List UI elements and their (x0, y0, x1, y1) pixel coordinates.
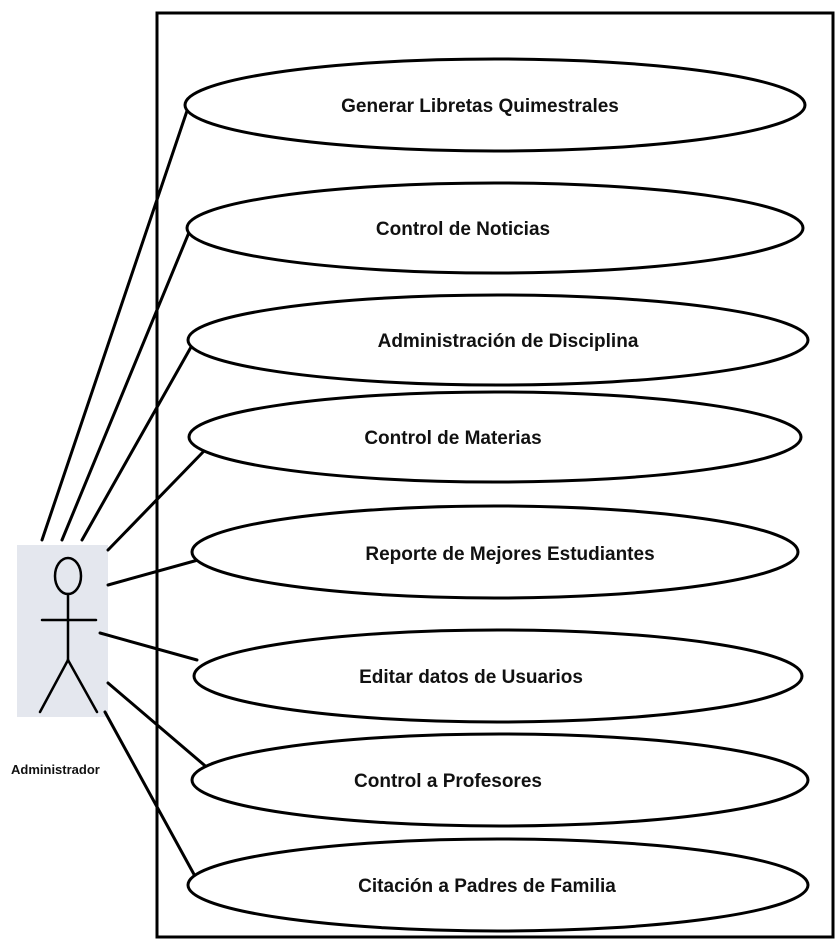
system-boundary (155, 11, 835, 939)
association-line (106, 448, 207, 552)
association-line (106, 681, 212, 772)
use-case-ellipse[interactable] (187, 390, 803, 484)
use-case-ellipse[interactable] (186, 293, 810, 387)
use-case-ellipse[interactable] (183, 57, 807, 153)
use-case-label: Citación a Padres de Familia (358, 876, 616, 897)
association-line (103, 710, 198, 880)
actor-panel (17, 545, 108, 717)
use-case-ellipse[interactable] (185, 181, 805, 275)
use-case-label: Generar Libretas Quimestrales (341, 96, 619, 117)
use-case-label: Administración de Disciplina (378, 331, 639, 352)
use-case-ellipse[interactable] (190, 504, 800, 600)
use-case-label: Control de Noticias (376, 219, 550, 240)
use-case-label: Editar datos de Usuarios (359, 667, 583, 688)
association-line (60, 228, 192, 542)
actor-name: Administrador (11, 762, 100, 777)
associations (40, 100, 212, 880)
use-case-label: Control a Profesores (354, 771, 542, 792)
association-line (106, 558, 200, 587)
association-line (40, 100, 192, 542)
actor-left-leg (38, 658, 70, 714)
use-case-labels: Generar Libretas Quimestrales Control de… (341, 96, 655, 897)
use-case-ellipse[interactable] (190, 732, 810, 828)
association-line (98, 631, 199, 662)
use-case-ellipse[interactable] (186, 837, 810, 933)
association-line (80, 338, 197, 542)
use-cases (183, 57, 810, 933)
use-case-ellipse[interactable] (192, 628, 804, 724)
use-case-label: Control de Materias (364, 428, 541, 449)
actor-right-leg (66, 658, 99, 714)
use-case-label: Reporte de Mejores Estudiantes (365, 544, 654, 565)
stick-figure-icon[interactable] (38, 556, 99, 714)
